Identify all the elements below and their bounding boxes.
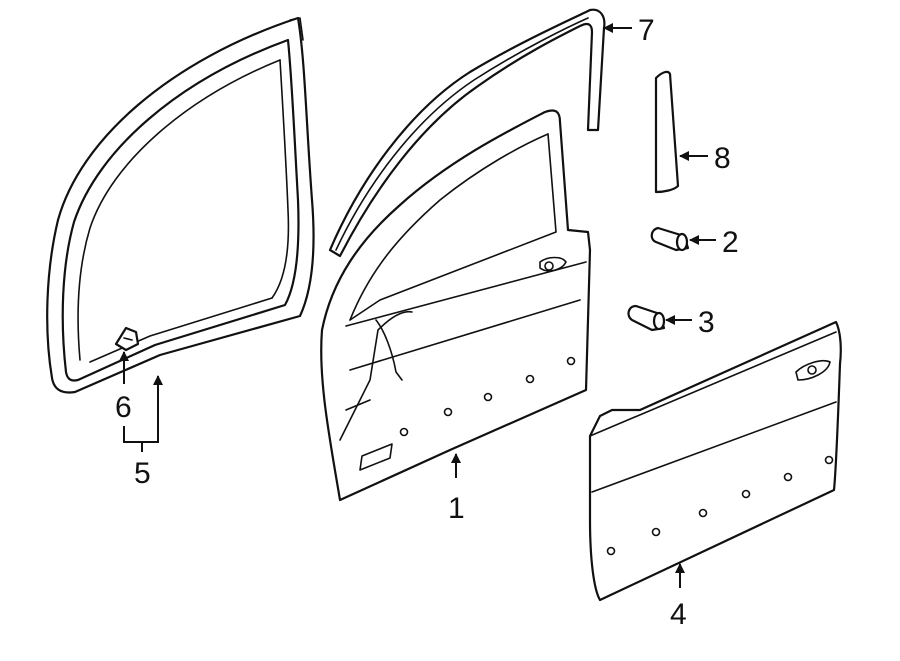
callout-4-label: 4 bbox=[670, 598, 687, 631]
callout-7: 7 bbox=[603, 14, 655, 47]
callout-3: 3 bbox=[665, 306, 715, 339]
callout-6: 6 bbox=[115, 351, 132, 424]
b-pillar-applique bbox=[654, 70, 680, 194]
callout-3-label: 3 bbox=[698, 306, 715, 339]
callout-8: 8 bbox=[679, 142, 731, 175]
callout-2-label: 2 bbox=[722, 226, 739, 259]
window-frame-seal bbox=[328, 8, 606, 258]
callout-5: 5 bbox=[123, 375, 163, 490]
callout-1: 1 bbox=[448, 453, 465, 525]
callout-5-label: 5 bbox=[134, 457, 151, 490]
outer-door-panel bbox=[588, 320, 842, 602]
callout-8-label: 8 bbox=[714, 142, 731, 175]
callout-4: 4 bbox=[670, 563, 687, 631]
lower-hinge-plug bbox=[627, 304, 666, 332]
callout-2: 2 bbox=[689, 226, 739, 259]
door-shell bbox=[320, 109, 592, 502]
callout-6-label: 6 bbox=[115, 391, 132, 424]
callout-1-label: 1 bbox=[448, 492, 465, 525]
callout-7-label: 7 bbox=[638, 14, 655, 47]
upper-hinge-plug bbox=[650, 226, 690, 252]
weatherstrip-clip bbox=[114, 326, 140, 352]
door-opening-weatherstrip bbox=[46, 16, 315, 394]
